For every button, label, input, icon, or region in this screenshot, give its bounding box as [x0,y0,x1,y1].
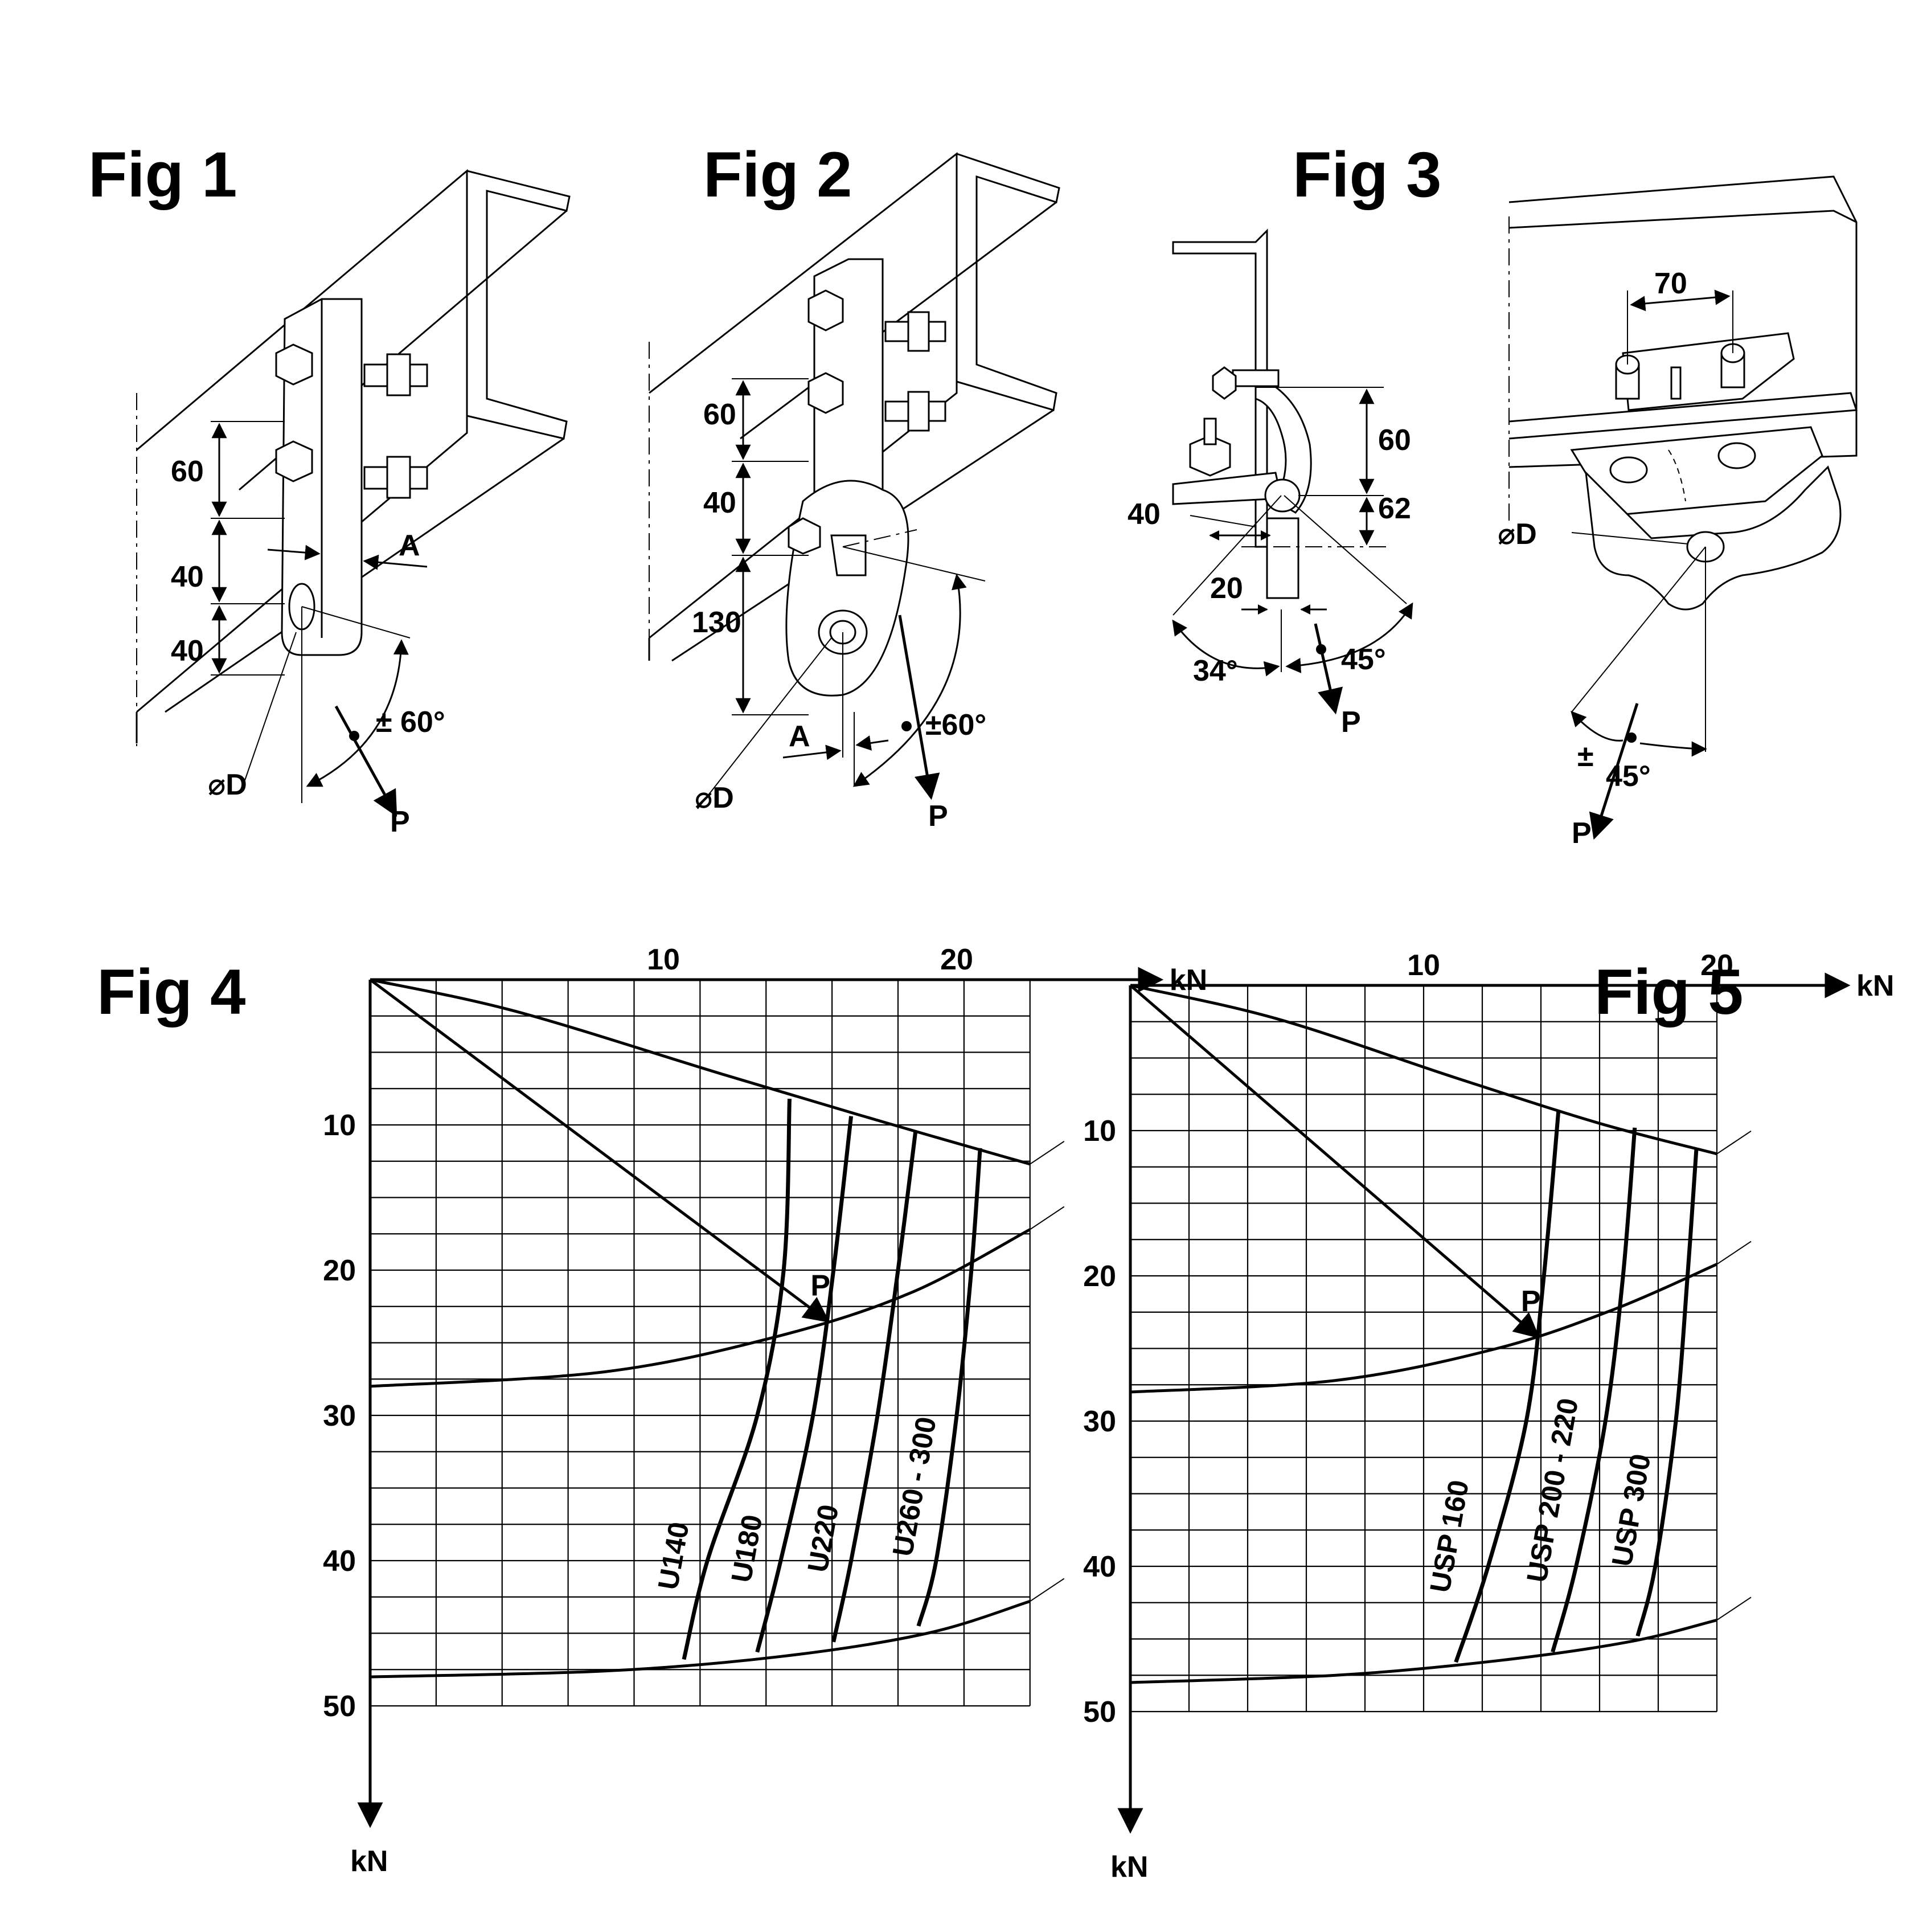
fig3-clamp-angle-sign: ± [1577,740,1594,773]
fig3-load: 34° 45° P [1172,495,1413,739]
fig4-title: Fig 4 [97,956,245,1028]
fig4-y-tick-50: 50 [323,1690,356,1723]
fig3-angle-right: 45° [1341,643,1386,676]
fig1-bolts [275,343,428,499]
fig4-envelope-leader-3 [1030,1578,1065,1602]
fig5-y-tick-40: 40 [1083,1550,1116,1583]
fig2-label-a: A [789,720,810,753]
fig5-series-label-1: USP 160 [1424,1477,1475,1595]
fig2-bracket [785,258,946,697]
fig5-envelope-leader-1 [1716,1130,1752,1155]
fig4-y-tick-30: 30 [323,1399,356,1432]
fig4-series-label-1: U140 [652,1520,695,1592]
fig4-x-tick-20: 20 [940,943,973,976]
fig5-y-tick-10: 10 [1083,1115,1116,1148]
fig4-envelope-arc-3 [370,1600,1031,1679]
fig5-y-unit: kN [1110,1851,1148,1884]
fig4-grid [369,979,1031,1707]
fig2-angle: ±60° [925,709,986,742]
fig1-dim-1: 60 [171,455,204,488]
fig5-y-tick-20: 20 [1083,1260,1116,1293]
fig1-title: Fig 1 [88,139,237,210]
fig2-dim-2: 40 [703,486,736,519]
fig1-plate [281,298,363,656]
fig2-dim-3: 130 [692,606,741,639]
fig5-grid [1129,984,1718,1713]
fig5-y-tick-50: 50 [1083,1696,1116,1729]
fig5-load-vector [1129,984,1540,1339]
fig5-title: Fig 5 [1594,956,1743,1028]
fig4-y-unit: kN [350,1845,388,1878]
fig1: Fig 1 [88,139,571,838]
fig2: Fig 2 [648,139,1060,833]
fig4-load-vector [369,978,830,1323]
fig3: Fig 3 60 62 40 20 [1128,139,1858,850]
fig4-envelope-arc-2 [370,1228,1031,1388]
fig3-angle-section [1172,228,1312,599]
fig4-load-vector-label: P [810,1269,830,1302]
fig5-series-label-3: USP 300 [1606,1451,1657,1569]
fig4-series-4 [916,1148,982,1627]
fig4-envelope-leader-1 [1030,1141,1065,1165]
fig5-y-tick-30: 30 [1083,1405,1116,1438]
fig4-envelope-leader-2 [1030,1206,1065,1230]
fig5-envelope-leader-2 [1716,1241,1752,1265]
fig5-x-tick-20: 20 [1700,949,1733,982]
fig4-x-tick-10: 10 [647,943,680,976]
fig4-y-tick-40: 40 [323,1545,356,1578]
fig4-series-label-3: U220 [801,1502,844,1574]
fig3-angle-left: 34° [1193,654,1238,687]
fig2-dim-1: 60 [703,398,736,431]
fig5-series-2 [1551,1127,1637,1653]
fig1-label-a: A [399,529,420,562]
fig1-load: ± 60° ⌀D P [208,606,445,838]
fig5-envelope-arc-1 [1130,984,1717,1156]
fig4-series-2 [755,1116,854,1653]
fig2-label-d: ⌀D [695,781,734,814]
fig4-envelope-arc-1 [370,978,1031,1166]
fig3-label-p: P [1341,706,1361,739]
fig2-label-p: P [928,800,948,833]
fig3-clamp-assembly [1508,175,1858,611]
fig5-envelope-leader-3 [1716,1597,1752,1621]
fig3-dim-60: 60 [1378,424,1411,457]
fig4-y-tick-20: 20 [323,1254,356,1287]
fig4-series-3 [831,1130,918,1643]
fig1-label-p: P [390,805,410,838]
fig4-series-label-4: U260 - 300 [887,1414,942,1558]
fig5-chart: kN kN 10 20 10 20 30 40 50 USP 160 USP 200 - 220 US… [1083,949,1894,1884]
fig1-angle: ± 60° [376,706,445,739]
fig2-load: ±60° ⌀D P [695,546,986,833]
fig5-x-unit: kN [1856,969,1894,1002]
fig3-dim-20: 20 [1210,572,1243,605]
fig3-clamp-angle: 45° [1606,760,1651,793]
fig3-dim-70: 70 [1654,267,1687,300]
fig5-load-vector-label: P [1521,1285,1541,1318]
fig5-series-1 [1454,1110,1561,1663]
fig1-label-d: ⌀D [208,768,247,801]
fig2-dimension-lines: 60 40 130 A [692,378,889,786]
fig3-clamp-dimensions: 70 ⌀D ± 45° P [1498,267,1733,850]
fig4-series-1 [682,1098,792,1660]
fig3-dimension-lines: 60 62 40 20 [1128,387,1411,615]
fig5-series-label-2: USP 200 - 220 [1520,1396,1584,1585]
fig3-dim-62: 62 [1378,492,1411,525]
fig3-clamp-label-d: ⌀D [1498,518,1537,551]
fig4-series-label-2: U180 [725,1512,768,1585]
fig3-clamp-label-p: P [1572,817,1592,850]
fig1-dim-2: 40 [171,560,204,593]
fig4-y-tick-10: 10 [323,1109,356,1142]
fig2-title: Fig 2 [703,139,852,210]
fig3-title: Fig 3 [1293,139,1441,210]
fig5-x-tick-10: 10 [1407,949,1440,982]
fig5-envelope-arc-2 [1130,1263,1718,1394]
fig1-dim-3: 40 [171,635,204,668]
fig5-envelope-arc-3 [1130,1618,1717,1684]
fig3-dim-40: 40 [1128,498,1161,531]
fig5-series-3 [1635,1149,1699,1637]
fig1-dimension-lines: 60 40 40 A [171,421,428,676]
